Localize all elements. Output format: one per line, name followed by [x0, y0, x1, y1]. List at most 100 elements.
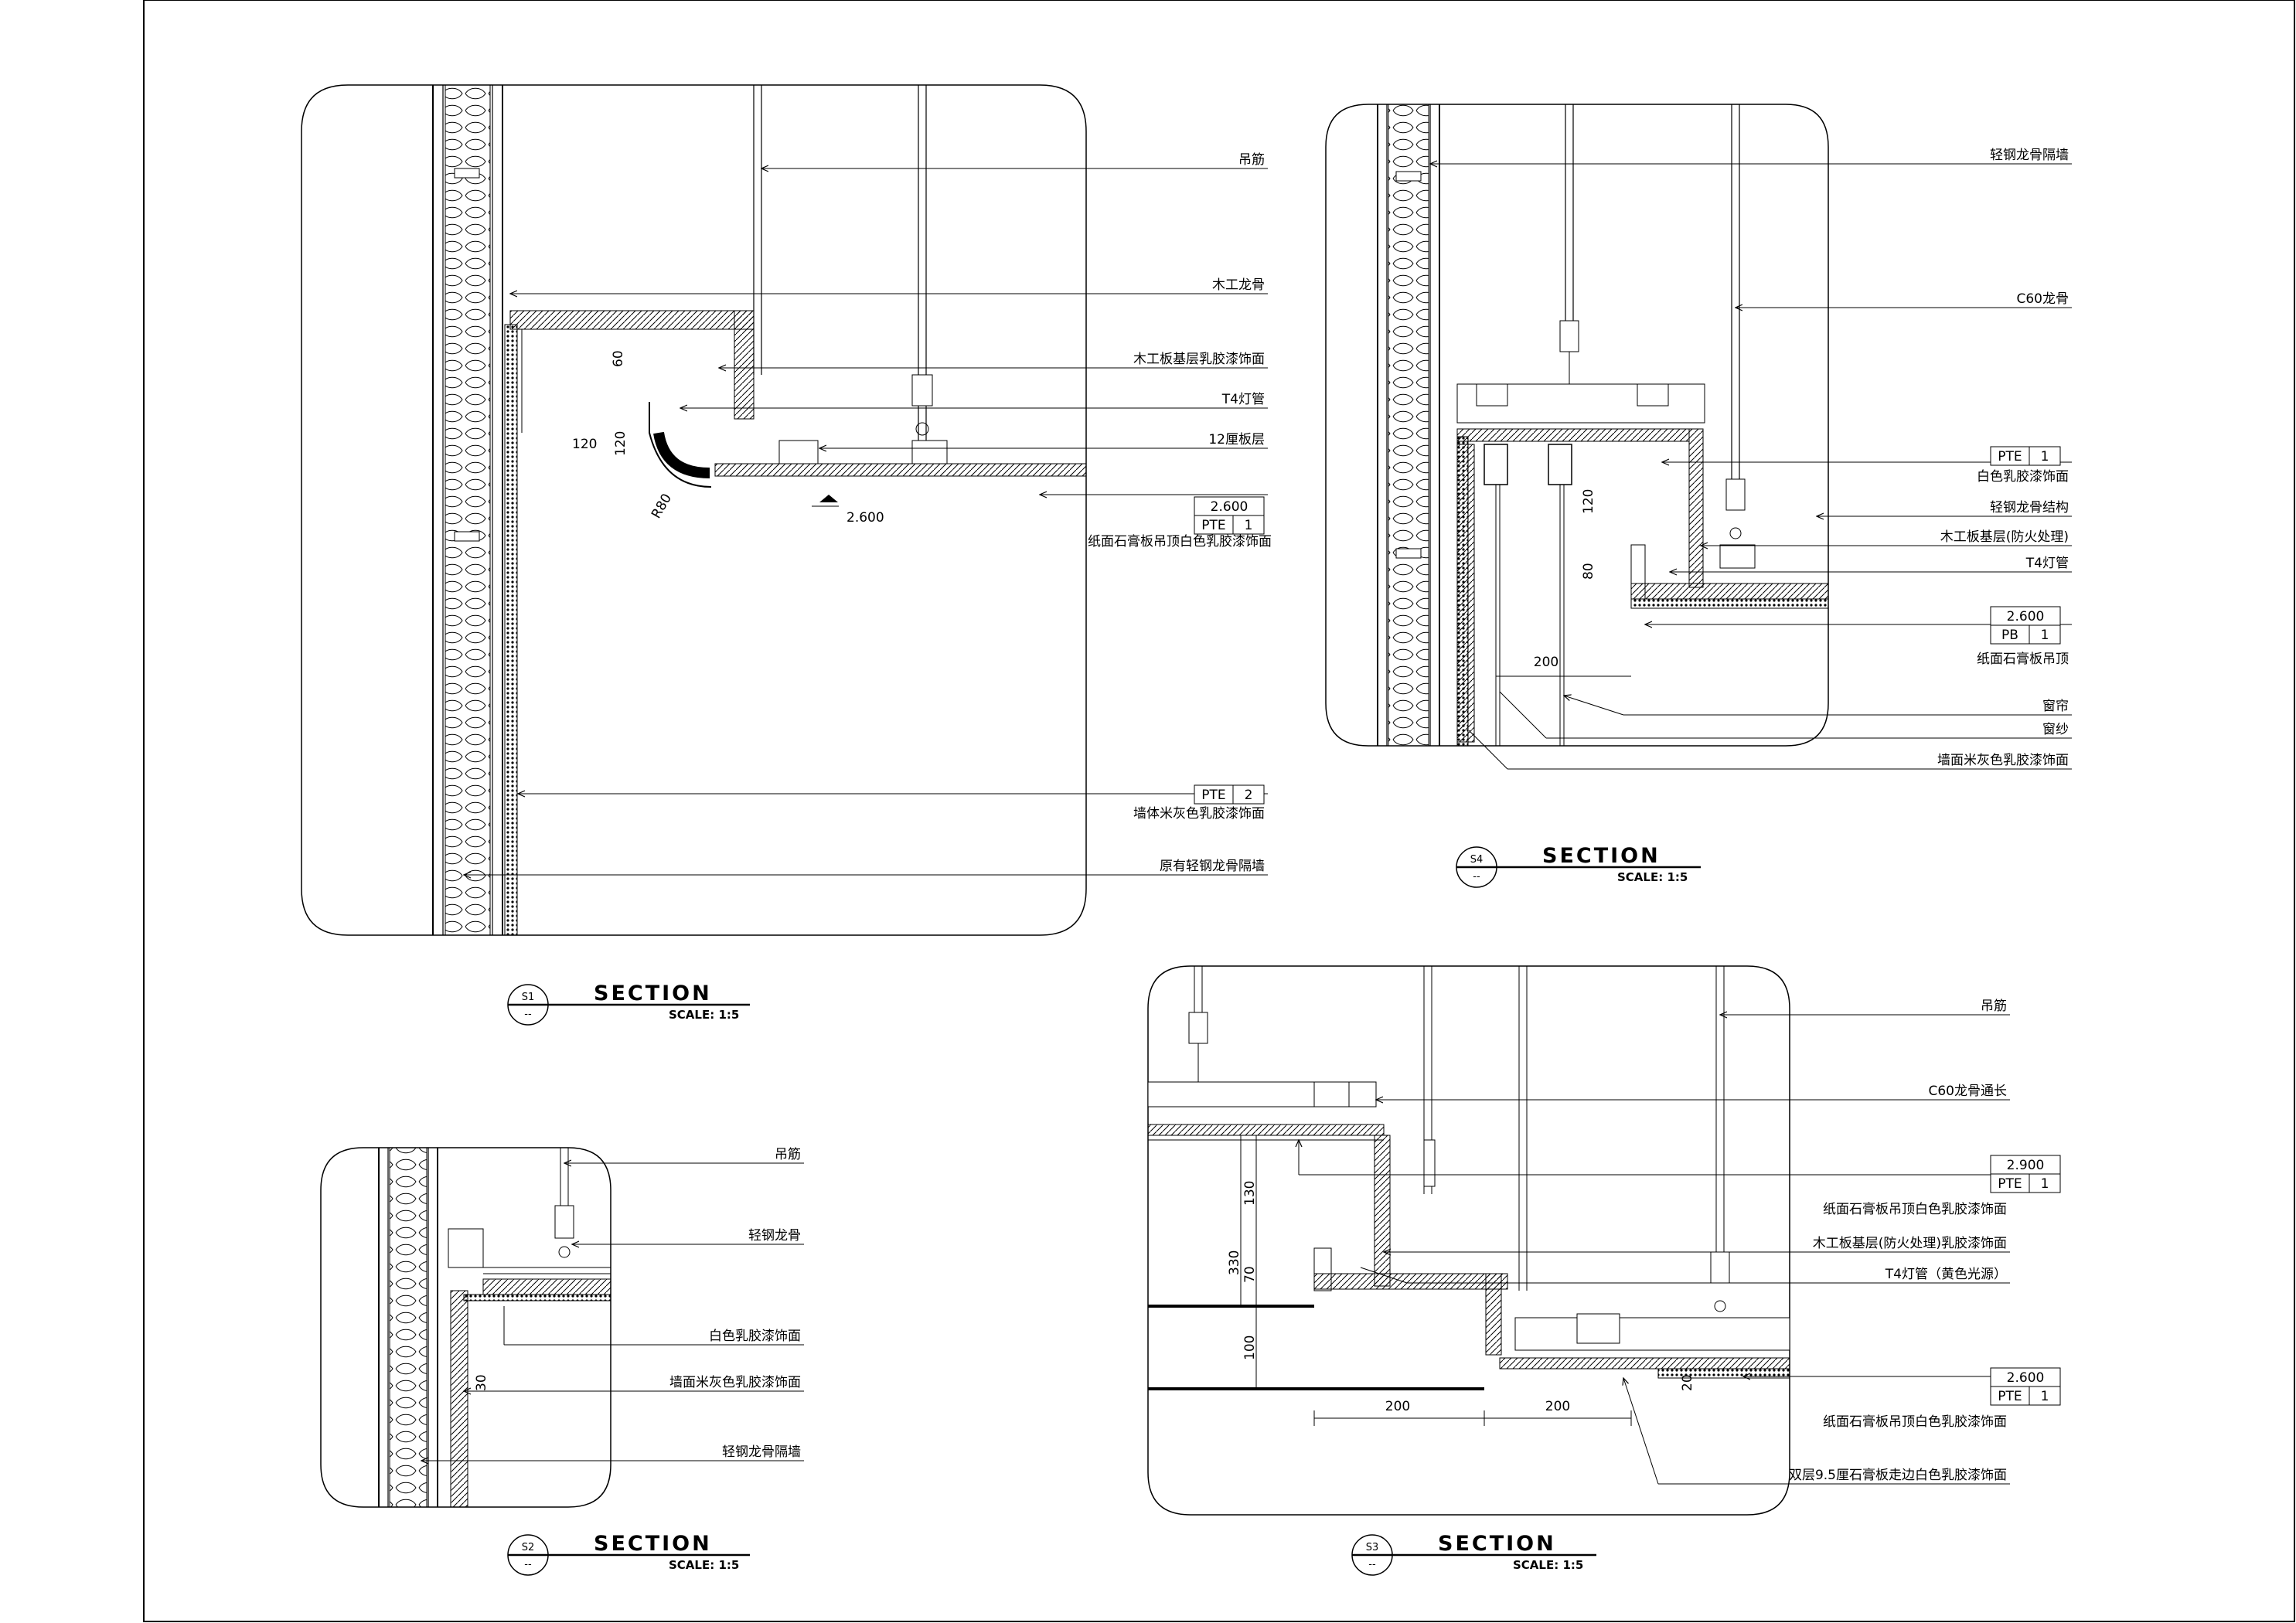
s4-dim-80: 80 [1581, 563, 1596, 580]
s3-tag2-number: 1 [2041, 1389, 2049, 1404]
s1-dim-60: 60 [611, 350, 626, 367]
s1-label-wood-board-finish: 木工板基层乳胶漆饰面 [1133, 352, 1265, 367]
s3-dim-330: 330 [1227, 1250, 1242, 1275]
detail-s1: 吊筋 木工龙骨 木工板基层乳胶漆饰面 T4灯管 12厘板层 纸面石膏板吊顶白色乳… [301, 84, 1272, 1026]
s3-label-wood-board: 木工板基层(防火处理)乳胶漆饰面 [1813, 1236, 2007, 1251]
s2-title-block: S2 -- SECTION SCALE: 1:5 [507, 1532, 750, 1576]
s3-section-title: SECTION [1438, 1532, 1556, 1556]
s3-tag-sub: -- [1368, 1559, 1376, 1570]
s3-ceiling [1147, 966, 1790, 1390]
s3-dim-130: 130 [1242, 1181, 1258, 1206]
s4-ceiling [1456, 104, 1829, 746]
s2-label-steel-joist: 轻钢龙骨 [748, 1228, 801, 1244]
s2-tag-sub: -- [524, 1559, 532, 1570]
s3-label-c60: C60龙骨通长 [1928, 1084, 2007, 1099]
s2-tag: S2 [522, 1542, 535, 1553]
detail-s2: 吊筋 轻钢龙骨 白色乳胶漆饰面 墙面米灰色乳胶漆饰面 轻钢龙骨隔墙 30 S2 … [320, 1147, 804, 1576]
s1-label-hanger: 吊筋 [1238, 152, 1265, 168]
s3-tag2-code: PTE [1998, 1389, 2022, 1404]
s4-label-c60: C60龙骨 [2016, 291, 2069, 307]
s4-tag2-code: PB [2001, 628, 2018, 643]
s4-dim-200: 200 [1534, 655, 1558, 670]
s1-tag1-number: 1 [1245, 518, 1253, 533]
s4-scale: SCALE: 1:5 [1617, 870, 1688, 884]
detail-s4: 轻钢龙骨隔墙 C60龙骨 白色乳胶漆饰面 轻钢龙骨结构 木工板基层(防火处理) … [1325, 104, 2072, 888]
s1-tag2-code: PTE [1201, 788, 1225, 803]
s2-labels: 吊筋 轻钢龙骨 白色乳胶漆饰面 墙面米灰色乳胶漆饰面 轻钢龙骨隔墙 [669, 1147, 801, 1460]
s4-label-partition: 轻钢龙骨隔墙 [1990, 148, 2069, 163]
s3-tag1-elevation: 2.900 [2007, 1158, 2045, 1173]
s3-material-tag-1: 2.900 PTE 1 [1990, 1155, 2061, 1193]
s3-dim-20: 20 [1680, 1374, 1695, 1391]
s4-section-title: SECTION [1542, 844, 1661, 868]
s3-label-gypsum-ceiling-lower: 纸面石膏板吊顶白色乳胶漆饰面 [1823, 1414, 2007, 1430]
s2-section-title: SECTION [594, 1532, 712, 1556]
s1-material-tag-2: PTE 2 [1194, 784, 1265, 805]
s2-dim-30: 30 [474, 1374, 489, 1391]
s1-label-wall-finish: 墙体米灰色乳胶漆饰面 [1133, 806, 1265, 822]
s1-dim-120-v: 120 [613, 431, 629, 456]
s2-ceiling [448, 1148, 611, 1301]
s4-labels: 轻钢龙骨隔墙 C60龙骨 白色乳胶漆饰面 轻钢龙骨结构 木工板基层(防火处理) … [1937, 148, 2069, 768]
s1-partition-wall [432, 84, 518, 936]
s1-title-block: S1 -- SECTION SCALE: 1:5 [507, 982, 750, 1026]
s3-dim-100: 100 [1242, 1335, 1258, 1360]
s1-section-title: SECTION [594, 982, 712, 1005]
detail-s3: 吊筋 C60龙骨通长 纸面石膏板吊顶白色乳胶漆饰面 木工板基层(防火处理)乳胶漆… [1147, 965, 2061, 1576]
s4-dim-120: 120 [1581, 489, 1596, 514]
s3-label-double-gypsum-edge: 双层9.5厘石膏板走边白色乳胶漆饰面 [1789, 1467, 2007, 1483]
s3-label-t4-lamp: T4灯管（黄色光源） [1885, 1267, 2007, 1282]
s1-label-gypsum-ceiling: 纸面石膏板吊顶白色乳胶漆饰面 [1088, 533, 1272, 550]
s4-label-wall-finish: 墙面米灰色乳胶漆饰面 [1937, 753, 2069, 768]
s3-tag1-code: PTE [1998, 1176, 2022, 1192]
s1-scale: SCALE: 1:5 [669, 1008, 739, 1022]
s2-scale: SCALE: 1:5 [669, 1558, 739, 1572]
s4-label-white-finish: 白色乳胶漆饰面 [1977, 469, 2069, 485]
s4-tag2-elevation: 2.600 [2007, 609, 2045, 624]
s1-viewport-frame [301, 84, 1087, 936]
s1-tag: S1 [522, 992, 535, 1003]
s1-dimensions: 60 120 120 R80 2.600 [572, 350, 884, 526]
s3-tag: S3 [1366, 1542, 1379, 1553]
s2-leaders [421, 1163, 804, 1461]
s4-label-steel-structure: 轻钢龙骨结构 [1990, 500, 2069, 515]
s1-labels: 吊筋 木工龙骨 木工板基层乳胶漆饰面 T4灯管 12厘板层 纸面石膏板吊顶白色乳… [1088, 152, 1272, 874]
s1-label-t4-lamp: T4灯管 [1221, 392, 1265, 407]
s1-label-wood-joist: 木工龙骨 [1212, 277, 1265, 293]
s3-labels: 吊筋 C60龙骨通长 纸面石膏板吊顶白色乳胶漆饰面 木工板基层(防火处理)乳胶漆… [1789, 999, 2007, 1483]
s1-label-12mm-board: 12厘板层 [1208, 432, 1265, 447]
s2-viewport-frame [320, 1147, 611, 1508]
s3-title-block: S3 -- SECTION SCALE: 1:5 [1351, 1532, 1596, 1576]
s3-dimensions: 130 330 70 100 200 200 20 [1227, 1135, 1695, 1426]
s4-material-tag-1: PTE 1 [1990, 446, 2061, 466]
s4-label-sheer: 窗纱 [2042, 722, 2069, 737]
s1-leaders [464, 168, 1268, 875]
s4-label-gypsum-ceiling: 纸面石膏板吊顶 [1977, 651, 2069, 667]
s1-elevation-2600: 2.600 [847, 510, 884, 526]
s1-material-tag-1: 2.600 PTE 1 [1194, 496, 1265, 535]
s3-dim-200-left: 200 [1385, 1399, 1410, 1414]
s2-partition-wall [378, 1147, 468, 1508]
s2-label-partition: 轻钢龙骨隔墙 [722, 1444, 801, 1460]
s1-label-existing-partition: 原有轻钢龙骨隔墙 [1160, 859, 1265, 874]
s1-tag1-code: PTE [1201, 518, 1225, 533]
s1-tag2-number: 2 [1245, 788, 1253, 803]
s3-dim-200-right: 200 [1545, 1399, 1570, 1414]
s4-dimensions: 120 80 200 [1496, 489, 1631, 677]
s1-ceiling-box [509, 85, 1087, 507]
s2-label-wall-finish: 墙面米灰色乳胶漆饰面 [669, 1375, 801, 1390]
s2-label-white-finish: 白色乳胶漆饰面 [709, 1329, 801, 1344]
s3-label-gypsum-ceiling-upper: 纸面石膏板吊顶白色乳胶漆饰面 [1823, 1201, 2007, 1217]
s3-scale: SCALE: 1:5 [1513, 1558, 1583, 1572]
s3-tag2-elevation: 2.600 [2007, 1370, 2045, 1386]
s4-tag: S4 [1470, 854, 1484, 866]
s3-viewport-frame [1147, 965, 1790, 1516]
s4-tag1-code: PTE [1998, 449, 2022, 464]
s4-label-t4-lamp: T4灯管 [2025, 556, 2069, 571]
s4-viewport-frame [1325, 104, 1829, 747]
s1-tag-sub: -- [524, 1009, 532, 1020]
s2-label-hanger: 吊筋 [775, 1147, 801, 1162]
s3-dim-70: 70 [1242, 1266, 1258, 1283]
s3-tag1-number: 1 [2041, 1176, 2049, 1192]
